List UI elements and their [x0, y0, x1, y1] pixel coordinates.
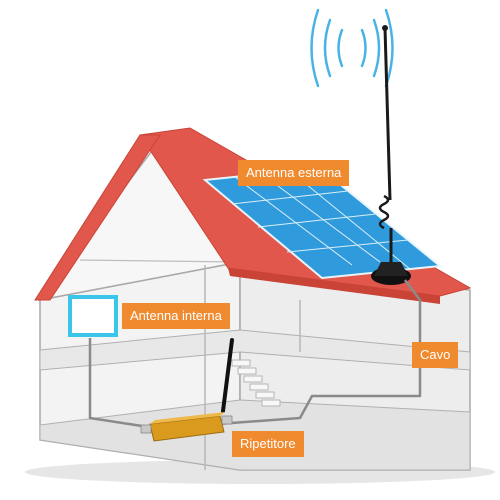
cable-indoor [88, 338, 156, 430]
outdoor-antenna-icon [371, 25, 411, 285]
signal-waves-icon [310, 8, 394, 88]
indoor-antenna-label: Antenna interna [122, 303, 230, 329]
repeater-icon [140, 338, 234, 442]
attic-beam [79, 259, 241, 263]
cable-label: Cavo [412, 342, 459, 368]
repeater-label: Ripetitore [232, 431, 304, 457]
cable [217, 279, 422, 426]
indoor-antenna-icon [68, 295, 118, 337]
floor-upper [39, 329, 471, 371]
staircase-icon [231, 359, 281, 407]
outdoor-antenna-label: Antenna esterna [238, 160, 350, 186]
roof-underside [228, 268, 440, 304]
roof-left-edge [34, 134, 161, 301]
